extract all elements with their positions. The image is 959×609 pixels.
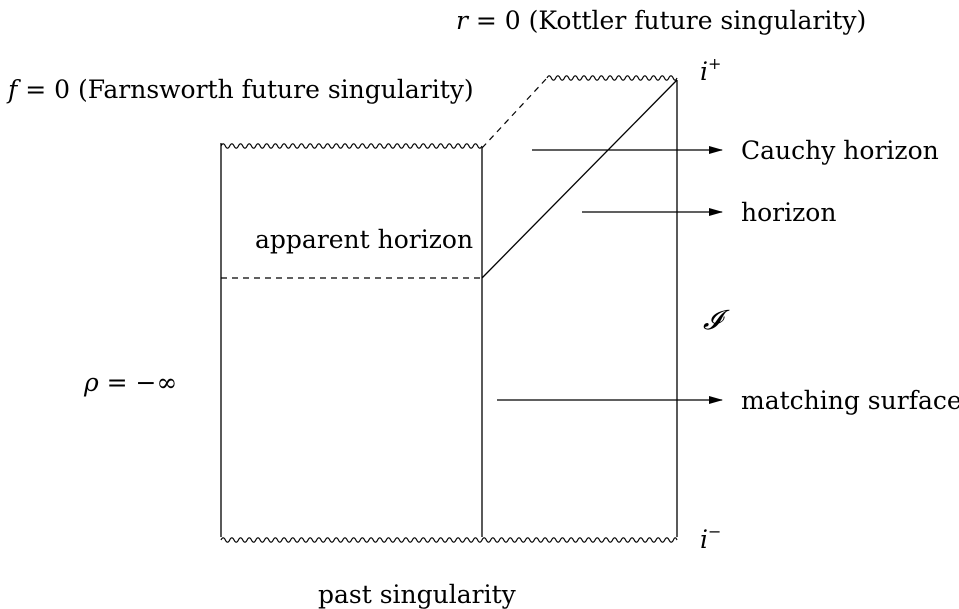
scri-label: 𝓘 — [703, 305, 730, 336]
farnsworth-singularity-wavy-line — [220, 143, 483, 149]
i-plus-superscript: + — [708, 54, 721, 73]
i-plus-symbol: i — [700, 57, 708, 86]
farnsworth-f-symbol: f — [6, 75, 21, 104]
i-plus-label: i+ — [700, 54, 721, 86]
rho-symbol: ρ — [83, 368, 99, 397]
kottler-singularity-label: r = 0 (Kottler future singularity) — [456, 6, 866, 35]
rho-label-text: = −∞ — [99, 368, 178, 397]
matching-surface-label: matching surface — [741, 386, 959, 415]
kottler-r-symbol: r — [456, 6, 470, 35]
i-minus-symbol: i — [700, 525, 708, 554]
i-minus-superscript: − — [708, 522, 721, 541]
kottler-singularity-wavy-line — [546, 75, 678, 81]
horizon-label: horizon — [741, 198, 836, 227]
farnsworth-singularity-label: f = 0 (Farnsworth future singularity) — [6, 75, 474, 104]
kottler-label-text: = 0 (Kottler future singularity) — [468, 6, 866, 35]
apparent-horizon-label: apparent horizon — [255, 225, 473, 254]
event-horizon-line — [481, 79, 678, 279]
i-minus-label: i− — [700, 522, 721, 554]
farnsworth-label-text: = 0 (Farnsworth future singularity) — [17, 75, 473, 104]
rho-label: ρ = −∞ — [83, 368, 177, 397]
past-singularity-wavy-line — [220, 537, 678, 543]
cauchy-horizon-label: Cauchy horizon — [741, 136, 939, 165]
cauchy-horizon-dashed-line — [481, 77, 548, 149]
past-singularity-label: past singularity — [318, 580, 517, 609]
